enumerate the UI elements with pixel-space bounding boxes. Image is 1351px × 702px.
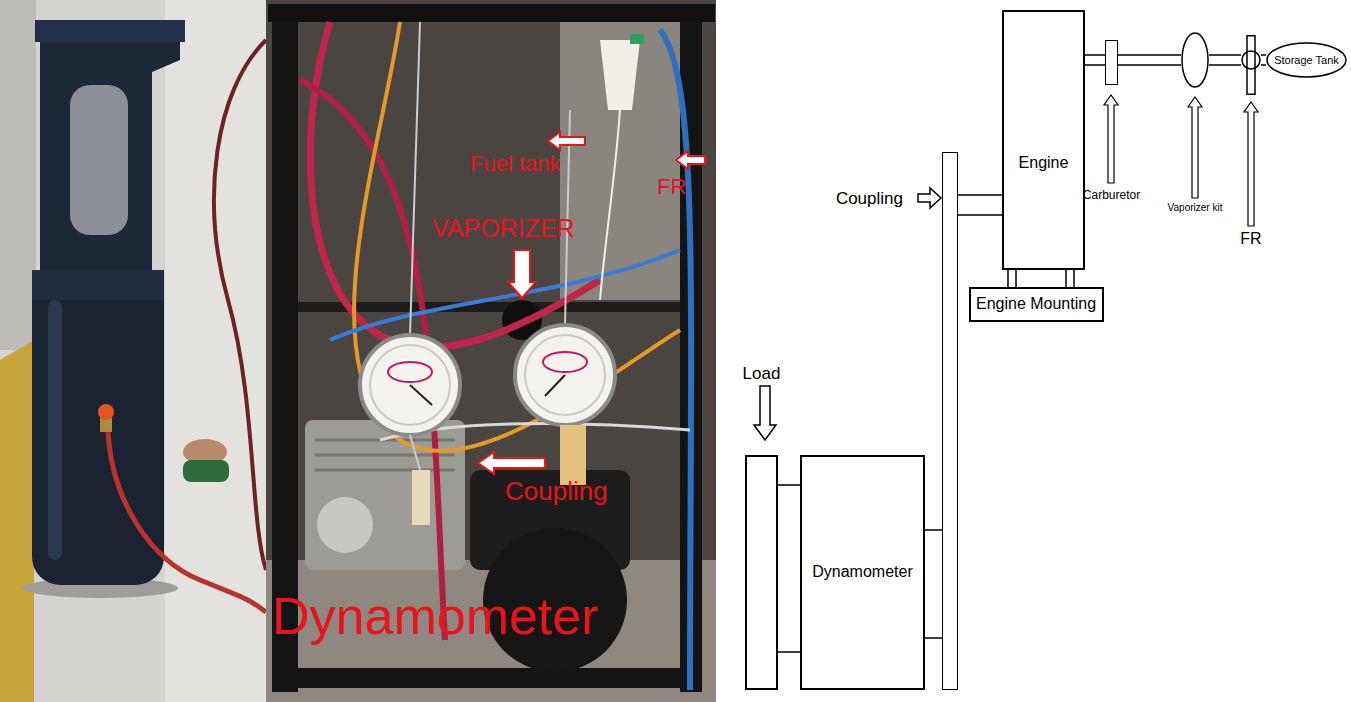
dial-scale-ring	[525, 335, 605, 415]
node-label: Coupling	[836, 189, 903, 209]
stand-opening	[70, 85, 128, 235]
load-arrow	[754, 386, 776, 440]
connector-line	[1085, 55, 1105, 65]
photo-callout: VAPORIZER	[432, 216, 575, 241]
floor-light	[165, 0, 266, 702]
vaporizer-ellipse: Vaporizer kit	[1181, 32, 1209, 88]
fuel-tank-cap	[630, 34, 644, 44]
storage-tank-ellipse: Storage Tank	[1266, 42, 1347, 78]
photo-callout: Fuel tank	[470, 153, 561, 175]
engine-cover	[317, 497, 373, 553]
regulator-ring	[1242, 51, 1260, 69]
node-label: Carburetor	[1083, 189, 1140, 203]
filter-regulator-symbol: FR	[1241, 35, 1261, 95]
yellow-floor-strip	[0, 340, 34, 702]
wall-shadow	[0, 0, 36, 350]
load-box: Load	[745, 455, 778, 690]
node-label: Storage Tank	[1274, 54, 1339, 67]
node-label: Vaporizer kit	[1168, 202, 1223, 214]
dial-needle	[410, 385, 432, 405]
pointer-arrow	[676, 151, 705, 169]
pointer-arrow	[548, 132, 585, 150]
carburetor-box: Carburetor	[1105, 40, 1118, 85]
pointer-arrow	[918, 188, 941, 208]
rig-background	[266, 0, 716, 702]
photo-callout: Dynamometer	[272, 590, 599, 642]
floor-background	[0, 0, 266, 702]
ellipse-outline	[1181, 32, 1209, 88]
strap	[412, 470, 430, 525]
pointer-arrow	[508, 250, 536, 298]
ellipse-shape	[1182, 33, 1208, 87]
regulator-body	[1247, 36, 1255, 95]
brass-fitting	[100, 418, 112, 432]
dial-scale-ring	[370, 345, 450, 425]
frame-top-bar	[268, 4, 715, 22]
cylinder-stand	[40, 30, 180, 290]
node-label: Engine Mounting	[976, 295, 1096, 313]
dial-logo	[543, 352, 587, 372]
leader-arrow	[1244, 102, 1258, 226]
tag	[560, 425, 586, 485]
fuel-tank-bottle	[600, 40, 640, 110]
connector-line	[958, 195, 1002, 215]
dial-logo	[388, 362, 432, 382]
dial-needle	[545, 375, 565, 396]
hose-blue	[660, 30, 691, 690]
connector-line	[1261, 55, 1266, 65]
node-label: Load	[743, 364, 781, 384]
cylinder-valve	[98, 404, 114, 420]
connector-line	[1209, 55, 1241, 65]
scale-hook	[410, 435, 420, 470]
stand-top-plate	[35, 20, 185, 42]
hose-blue	[330, 250, 680, 340]
connector-line	[1118, 55, 1181, 65]
scale-hook	[410, 22, 420, 335]
connector-line	[925, 530, 942, 638]
dynamometer-box: Dynamometer	[800, 455, 925, 690]
cylinder-highlight	[48, 300, 62, 560]
filter-regulator-outline	[1241, 35, 1261, 95]
coupling-bar: Coupling	[942, 152, 958, 690]
sandal	[183, 460, 229, 482]
spring-scale-dial	[360, 335, 460, 435]
leader-arrow	[1188, 97, 1202, 198]
fuel-line	[600, 110, 620, 300]
hose-orange	[354, 22, 680, 451]
photo-callout: Coupling	[505, 478, 608, 504]
connector-line	[778, 485, 800, 652]
node-label: Dynamometer	[812, 563, 912, 581]
photo-callout: FR	[657, 176, 686, 198]
pointer-arrow	[478, 452, 545, 474]
engine-box: Engine	[1002, 10, 1085, 270]
frame-bottom-bar	[272, 668, 702, 688]
gas-hose	[108, 432, 266, 612]
node-label: FR	[1240, 230, 1261, 248]
hose-maroon	[214, 40, 266, 570]
connector-line	[1008, 270, 1074, 287]
ellipse-shape	[1267, 43, 1346, 77]
cylinder-collar	[32, 270, 164, 300]
leader-arrow	[1104, 95, 1118, 183]
engine-mounting-box: Engine Mounting	[969, 287, 1104, 322]
spring-scale-dial	[515, 325, 615, 425]
node-label: Engine	[1019, 154, 1069, 172]
